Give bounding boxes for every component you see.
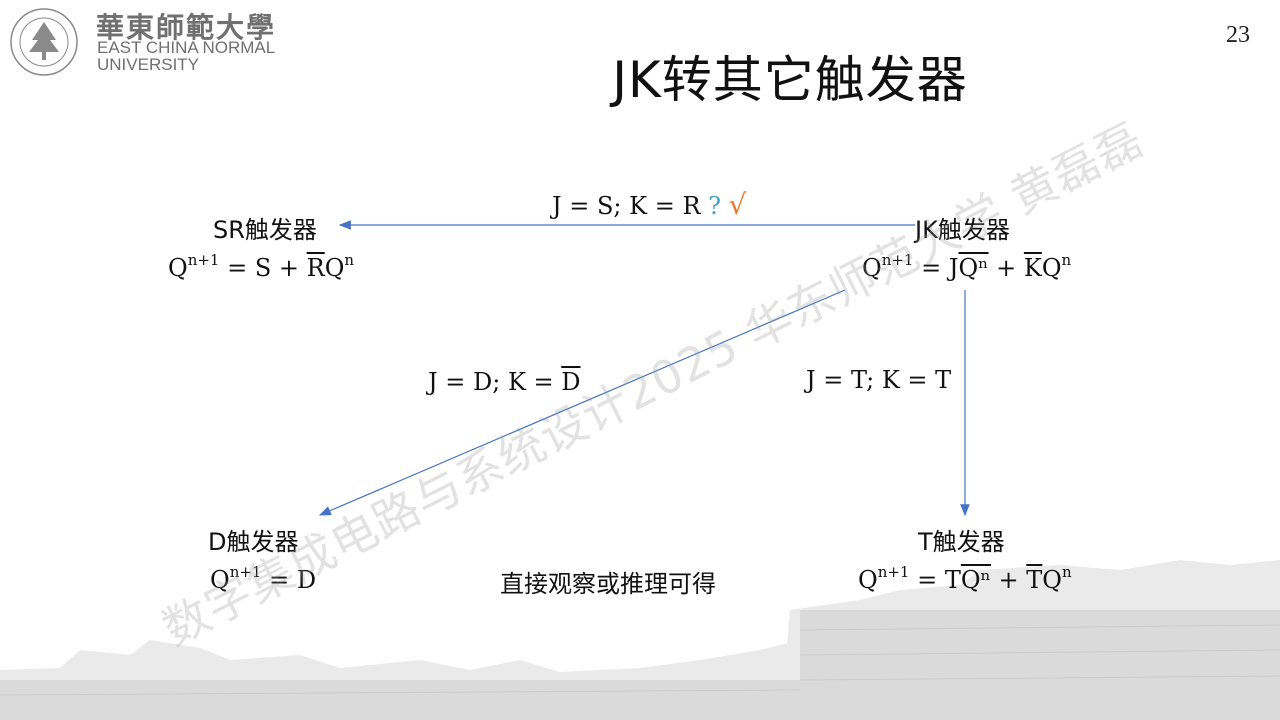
- jk-flipflop-label: JK触发器: [915, 216, 1010, 244]
- t-equation: Qn+1 = TQⁿ + TQn: [858, 563, 1072, 595]
- edge-label-to-sr: J = S; K = R ? √: [552, 188, 747, 221]
- edge-label-to-d: J = D; K = D: [428, 368, 581, 396]
- arrow-jk-to-d: [318, 289, 846, 516]
- university-emblem-icon: [10, 8, 78, 76]
- d-flipflop-label: D触发器: [208, 528, 299, 556]
- university-name-en: EAST CHINA NORMAL UNIVERSITY: [97, 39, 275, 73]
- question-mark: ?: [708, 192, 722, 220]
- jk-equation: Qn+1 = JQⁿ + KQn: [862, 251, 1072, 283]
- check-mark-icon: √: [728, 188, 747, 221]
- sr-flipflop-label: SR触发器: [213, 216, 317, 244]
- d-equation: Qn+1 = D: [210, 563, 317, 595]
- university-name-cn: 華東師範大學: [96, 11, 277, 44]
- university-name-en-line1: EAST CHINA NORMAL: [97, 38, 276, 57]
- sr-equation: Qn+1 = S + RQn: [168, 251, 355, 283]
- slide-title: JK转其它触发器: [612, 51, 968, 109]
- t-flipflop-label: T触发器: [918, 528, 1005, 556]
- university-name-en-line2: UNIVERSITY: [97, 55, 200, 74]
- observation-note: 直接观察或推理可得: [500, 570, 716, 598]
- edge-label-to-t: J = T; K = T: [806, 366, 952, 394]
- slide-number: 23: [1226, 22, 1250, 48]
